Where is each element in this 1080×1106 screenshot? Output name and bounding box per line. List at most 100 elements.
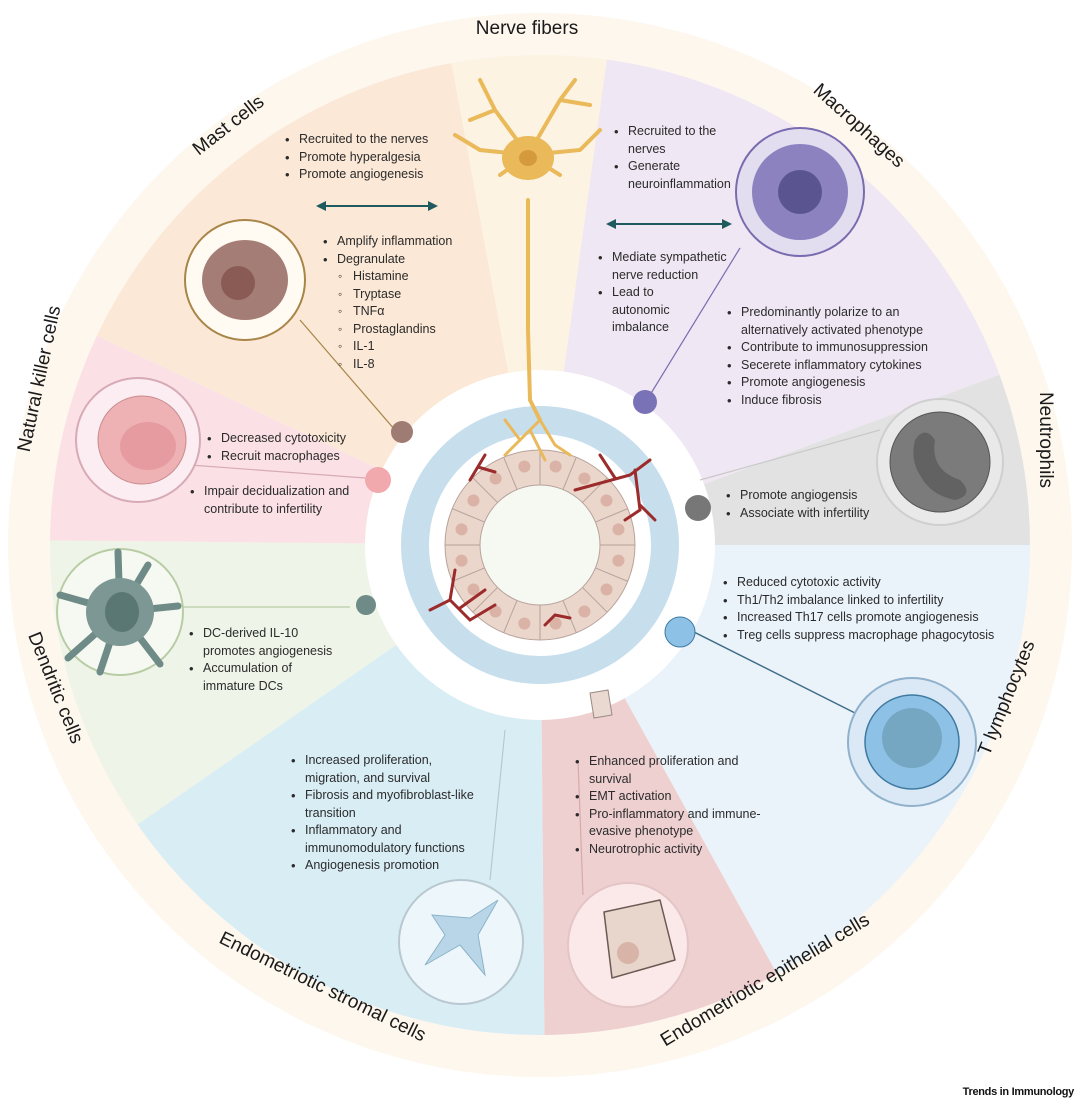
axon-terminal bbox=[503, 418, 572, 462]
cell-nucleus bbox=[489, 605, 502, 618]
vessel bbox=[573, 453, 657, 522]
bullet-item: Neurotrophic activity bbox=[573, 841, 783, 859]
bullet-item: Accumulation of immature DCs bbox=[187, 660, 337, 695]
connector-line bbox=[489, 729, 506, 881]
t-cell-illustration bbox=[664, 616, 977, 807]
connector-line bbox=[689, 629, 856, 714]
mast-bullets-main: Amplify inflammation Degranulate Histami… bbox=[321, 233, 452, 373]
epithelial-bullets: Enhanced proliferation and survival EMT … bbox=[573, 753, 783, 858]
bullet-item: Degranulate bbox=[321, 251, 452, 269]
vessel bbox=[543, 613, 572, 627]
mast-cell-illustration bbox=[184, 219, 413, 443]
cell-nucleus bbox=[518, 460, 531, 473]
bullet-item: Mediate sympathetic nerve reduction bbox=[596, 249, 744, 284]
nucleus bbox=[519, 150, 537, 166]
bullet-item: DC-derived IL-10 promotes angiogenesis bbox=[187, 625, 337, 660]
epithelial-cell-walls bbox=[445, 450, 635, 640]
nk-bullets-b: Impair decidualization and contribute to… bbox=[188, 483, 373, 518]
arrowhead-left bbox=[316, 201, 326, 211]
cell-wall bbox=[472, 587, 498, 613]
bullet-item: Induce fibrosis bbox=[725, 392, 957, 410]
cell-wall bbox=[503, 600, 518, 633]
bullet-item: Contribute to immunosuppression bbox=[725, 339, 957, 357]
bullet-item: Predominantly polarize to an alternative… bbox=[725, 304, 957, 339]
bullet-item: Lead to autonomic imbalance bbox=[596, 284, 692, 337]
bullet-item: Promote hyperalgesia bbox=[283, 149, 428, 167]
cell-wall bbox=[452, 567, 485, 582]
connector-line bbox=[189, 464, 366, 479]
macrophage-illustration bbox=[633, 127, 865, 414]
bullet-item: Recruited to the nerves bbox=[612, 123, 742, 158]
bullet-item: Enhanced proliferation and survival bbox=[573, 753, 783, 788]
cell-nucleus bbox=[455, 523, 468, 536]
gland-lumen bbox=[479, 484, 601, 606]
cell-nucleus bbox=[455, 554, 468, 567]
cell-nucleus bbox=[549, 617, 562, 630]
bullet-item: Secerete inflammatory cytokines bbox=[725, 357, 957, 375]
title-neutrophils: Neutrophils bbox=[1035, 392, 1056, 488]
sub-bullet-item: TNFα bbox=[321, 303, 452, 321]
bullet-item: Promote angiogenesis bbox=[725, 374, 957, 392]
bullet-item: Impair decidualization and contribute to… bbox=[188, 483, 373, 518]
bullet-item: Decreased cytotoxicity bbox=[205, 430, 346, 448]
nk-bullets-a: Decreased cytotoxicity Recruit macrophag… bbox=[205, 430, 346, 465]
neuron-illustration bbox=[453, 78, 602, 462]
cell-wall bbox=[562, 457, 577, 490]
bullet-item: Increased Th17 cells promote angiogenesi… bbox=[721, 609, 1031, 627]
bullet-item: Pro-inflammatory and immune-evasive phen… bbox=[573, 806, 783, 841]
cell-nucleus bbox=[489, 472, 502, 485]
cell-nucleus bbox=[467, 583, 480, 596]
stromal-cell-illustration bbox=[398, 729, 524, 1005]
neutrophil-body bbox=[889, 411, 991, 513]
dendritic-cell-illustration bbox=[56, 548, 376, 676]
bullet-item: EMT activation bbox=[573, 788, 783, 806]
dendritic-small bbox=[356, 595, 376, 615]
nk-cell-illustration bbox=[75, 377, 391, 503]
nk-cell-nucleus bbox=[120, 422, 176, 470]
sub-bullet-item: Tryptase bbox=[321, 286, 452, 304]
bullet-item: Th1/Th2 imbalance linked to infertility bbox=[721, 592, 1031, 610]
macrophage-bullets-nerve: Recruited to the nerves Generate neuroin… bbox=[612, 123, 742, 193]
bullet-item: Promote angiogensis bbox=[724, 487, 869, 505]
cell-nucleus bbox=[518, 617, 531, 630]
arrowhead-left bbox=[606, 219, 616, 229]
connector-line bbox=[299, 319, 396, 431]
cell-nucleus bbox=[578, 605, 591, 618]
mast-bullets-top: Recruited to the nerves Promote hyperalg… bbox=[283, 131, 428, 184]
bullet-item: Treg cells suppress macrophage phagocyto… bbox=[721, 627, 1031, 645]
cell-wall bbox=[503, 457, 518, 490]
bullet-item: Fibrosis and myofibroblast-like transiti… bbox=[289, 787, 489, 822]
epithelial-cell-illustration bbox=[567, 689, 689, 1008]
cell-nucleus bbox=[600, 494, 613, 507]
mast-cell-nucleus bbox=[221, 266, 255, 300]
vessel bbox=[428, 568, 497, 622]
bullet-item: Angiogenesis promotion bbox=[289, 857, 489, 875]
macrophage-nerve-arrow bbox=[606, 219, 732, 229]
dendritic-nucleus bbox=[105, 592, 139, 632]
connector-line bbox=[699, 429, 881, 481]
cell-nucleus bbox=[612, 554, 625, 567]
bullet-item: Associate with infertility bbox=[724, 505, 869, 523]
vessel bbox=[468, 453, 497, 482]
journal-credit: Trends in Immunology bbox=[962, 1086, 1075, 1098]
cell-wall bbox=[472, 477, 498, 503]
neutrophil-bullets: Promote angiogensis Associate with infer… bbox=[724, 487, 869, 522]
cell-nucleus bbox=[600, 583, 613, 596]
sub-bullet-item: Histamine bbox=[321, 268, 452, 286]
macrophage-nucleus bbox=[778, 170, 822, 214]
cell-nucleus bbox=[467, 494, 480, 507]
bullet-item: Generate neuroinflammation bbox=[612, 158, 742, 193]
t-cell-small bbox=[664, 616, 696, 648]
bullet-item: Recruit macrophages bbox=[205, 448, 346, 466]
macrophage-small bbox=[633, 390, 657, 414]
neutrophil-nucleus bbox=[913, 432, 967, 500]
cell-nucleus bbox=[578, 472, 591, 485]
t-cell-bullets: Reduced cytotoxic activity Th1/Th2 imbal… bbox=[721, 574, 1031, 644]
cell-wall bbox=[595, 508, 628, 523]
epithelial-cell-nucleus bbox=[617, 942, 639, 964]
stromal-cell-body bbox=[424, 899, 499, 977]
bullet-item: Inflammatory and immunomodulatory functi… bbox=[289, 822, 489, 857]
sub-bullet-item: Prostaglandins bbox=[321, 321, 452, 339]
neutrophil-illustration bbox=[685, 398, 1004, 526]
